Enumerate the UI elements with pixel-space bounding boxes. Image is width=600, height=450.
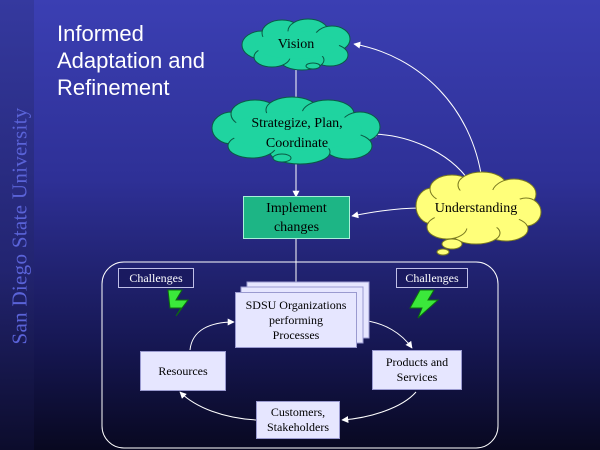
vision-cloud <box>241 18 351 71</box>
implement-box: Implement changes <box>243 196 350 239</box>
sdsu-organizations-box: SDSU Organizations performing Processes <box>235 292 357 348</box>
implement-line-1: Implement <box>266 200 327 216</box>
strategize-label: Strategize, Plan, Coordinate <box>222 114 372 154</box>
arrow-understanding-to-implement <box>351 207 421 219</box>
lightning-icon-right <box>409 289 440 319</box>
title-line-2: Adaptation and <box>57 48 206 73</box>
sdsu-orgs-line-1: SDSU Organizations <box>245 297 347 312</box>
arrow-understanding-to-strategize <box>369 130 471 183</box>
vision-label: Vision <box>277 37 315 52</box>
understanding-label: Understanding <box>434 201 518 216</box>
products-line-2: Services <box>396 370 438 384</box>
process-container <box>101 261 499 449</box>
products-line-1: Products and <box>385 355 449 369</box>
understanding-cloud <box>415 171 542 256</box>
lightning-icon-left <box>167 289 189 317</box>
implement-line-2: changes <box>273 219 320 235</box>
title-line-1: Informed <box>57 21 144 46</box>
arrow-understanding-to-vision <box>353 41 483 181</box>
challenges-right: Challenges <box>396 268 468 288</box>
sidebar-band: San Diego State University <box>0 0 34 450</box>
arrow-resources-to-orgs <box>189 318 235 351</box>
title-line-3: Refinement <box>57 75 170 100</box>
products-services-box: Products and Services <box>372 350 462 390</box>
strategize-cloud <box>211 96 381 165</box>
customers-line-1: Customers, <box>270 405 326 419</box>
slide-title: Informed Adaptation and Refinement <box>57 20 205 101</box>
sdsu-orgs-line-3: Processes <box>272 327 320 342</box>
resources-box: Resources <box>140 351 226 391</box>
strategize-line-2: Coordinate <box>265 136 329 151</box>
customers-line-2: Stakeholders <box>267 420 329 434</box>
customers-stakeholders-box: Customers, Stakeholders <box>256 401 340 439</box>
strategize-line-1: Strategize, Plan, <box>251 116 343 131</box>
sdsu-orgs-line-2: performing <box>269 312 323 327</box>
arrow-products-to-customers <box>341 391 417 424</box>
arrow-customers-to-resources <box>179 391 257 421</box>
challenges-left: Challenges <box>118 268 194 288</box>
